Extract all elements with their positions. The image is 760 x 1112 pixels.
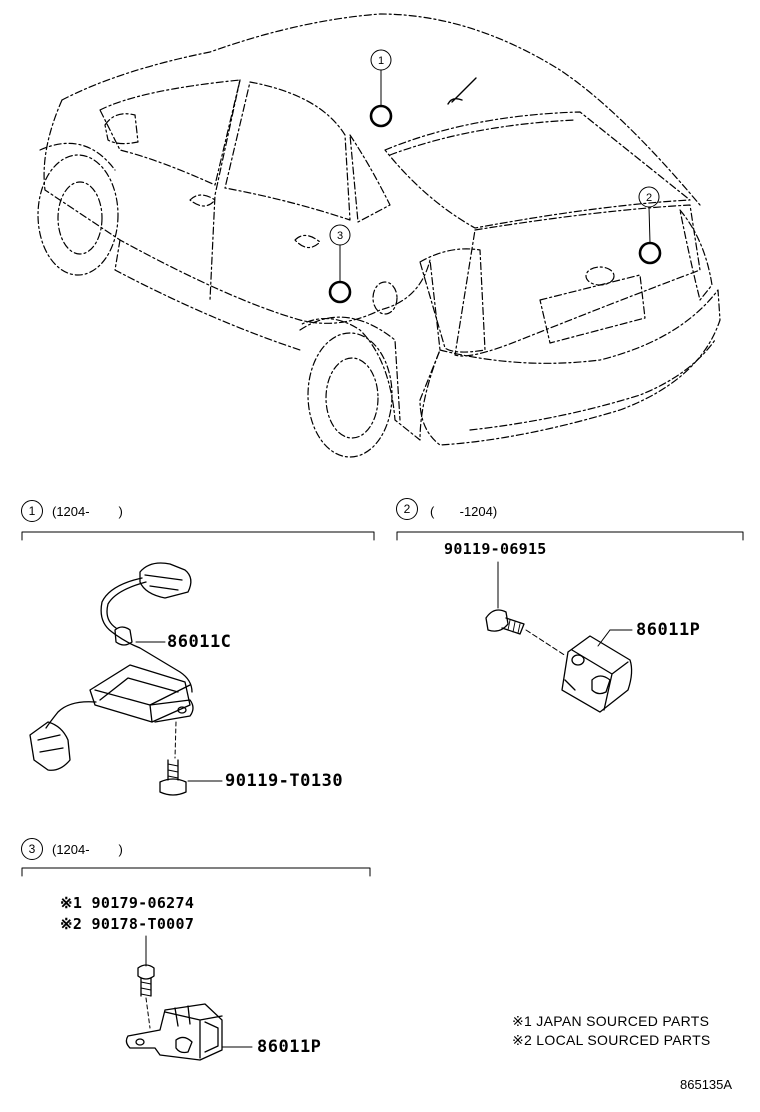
car-side-window-rear xyxy=(224,81,351,221)
car-rear-wheel xyxy=(307,332,393,458)
diagram-id: 865135A xyxy=(680,1077,733,1092)
section-3-bolt xyxy=(137,964,155,997)
car-side-body xyxy=(43,99,441,441)
car-tail-light-left xyxy=(419,248,486,353)
car-door-handle-rear xyxy=(294,234,321,249)
car-front-wheel xyxy=(37,154,119,276)
car-plate-recess xyxy=(539,274,646,344)
s1-top-connector xyxy=(139,562,192,599)
section-2-number: 2 xyxy=(396,498,418,520)
car-side-mirror xyxy=(104,113,139,145)
location-marker-2 xyxy=(638,241,662,265)
car-tailgate xyxy=(454,204,701,357)
car-side-sill xyxy=(114,239,301,351)
car-side-window-front xyxy=(99,79,241,186)
legend-local-sourced: ※2 LOCAL SOURCED PARTS xyxy=(512,1032,711,1048)
car-antenna xyxy=(447,77,477,105)
section-2-bolt xyxy=(485,609,525,635)
s1-sensor-body xyxy=(89,664,191,723)
legend-japan-sourced: ※1 JAPAN SOURCED PARTS xyxy=(512,1013,710,1029)
car-roof-outline xyxy=(61,13,701,206)
s3-mount-hole xyxy=(135,1038,145,1046)
callout-number-1: 1 xyxy=(378,55,384,67)
s1-lower-wire xyxy=(45,701,97,729)
section-2-sensor xyxy=(561,635,633,713)
part-number-s2-sensor[interactable]: 86011P xyxy=(636,620,701,640)
part-number-s3-bolt-local[interactable]: ※2 90178-T0007 xyxy=(60,915,195,933)
s2-mount-hole xyxy=(571,654,585,666)
car-rear-hatch xyxy=(384,111,691,229)
section-1-bolt xyxy=(159,759,187,796)
callout-number-2: 2 xyxy=(646,192,652,204)
s1-harness-clip xyxy=(114,626,133,646)
vehicle-illustration xyxy=(37,13,721,458)
car-rear-bumper xyxy=(419,289,721,446)
part-number-s1-bolt[interactable]: 90119-T0130 xyxy=(225,771,344,791)
section-1-range: (1204- ) xyxy=(52,504,123,519)
location-marker-3 xyxy=(328,280,352,304)
location-markers xyxy=(328,104,662,304)
car-fuel-lid xyxy=(372,281,398,315)
s1-mount-bracket xyxy=(149,699,194,723)
part-number-s1-sensor[interactable]: 86011C xyxy=(167,632,232,652)
part-number-s3-bolt-japan[interactable]: ※1 90179-06274 xyxy=(60,894,195,912)
s1-harness-wire xyxy=(100,577,193,693)
section-3-number: 3 xyxy=(21,838,43,860)
section-3-range: (1204- ) xyxy=(52,842,123,857)
section-2-bracket xyxy=(396,531,744,541)
section-1-sensor-assembly xyxy=(29,562,194,771)
car-door-handle-front xyxy=(189,194,216,207)
s1-lower-connector xyxy=(29,721,71,771)
section-3-sensor xyxy=(125,1003,223,1061)
section-2-range: ( -1204) xyxy=(430,504,498,519)
callout-leaders xyxy=(339,69,651,283)
section-1-bracket xyxy=(21,531,375,541)
section-3-bracket xyxy=(21,867,371,877)
part-number-s2-bolt[interactable]: 90119-06915 xyxy=(444,540,547,558)
car-tail-light-right xyxy=(679,209,713,301)
section-brackets xyxy=(21,531,744,877)
car-quarter-window xyxy=(349,134,391,223)
section-1-number: 1 xyxy=(21,500,43,522)
callout-number-3: 3 xyxy=(337,230,343,242)
location-marker-1 xyxy=(369,104,393,128)
car-rear-window xyxy=(389,119,576,156)
car-emblem xyxy=(585,266,615,286)
callout-bubbles xyxy=(329,49,660,246)
part-number-s3-sensor[interactable]: 86011P xyxy=(257,1037,322,1057)
